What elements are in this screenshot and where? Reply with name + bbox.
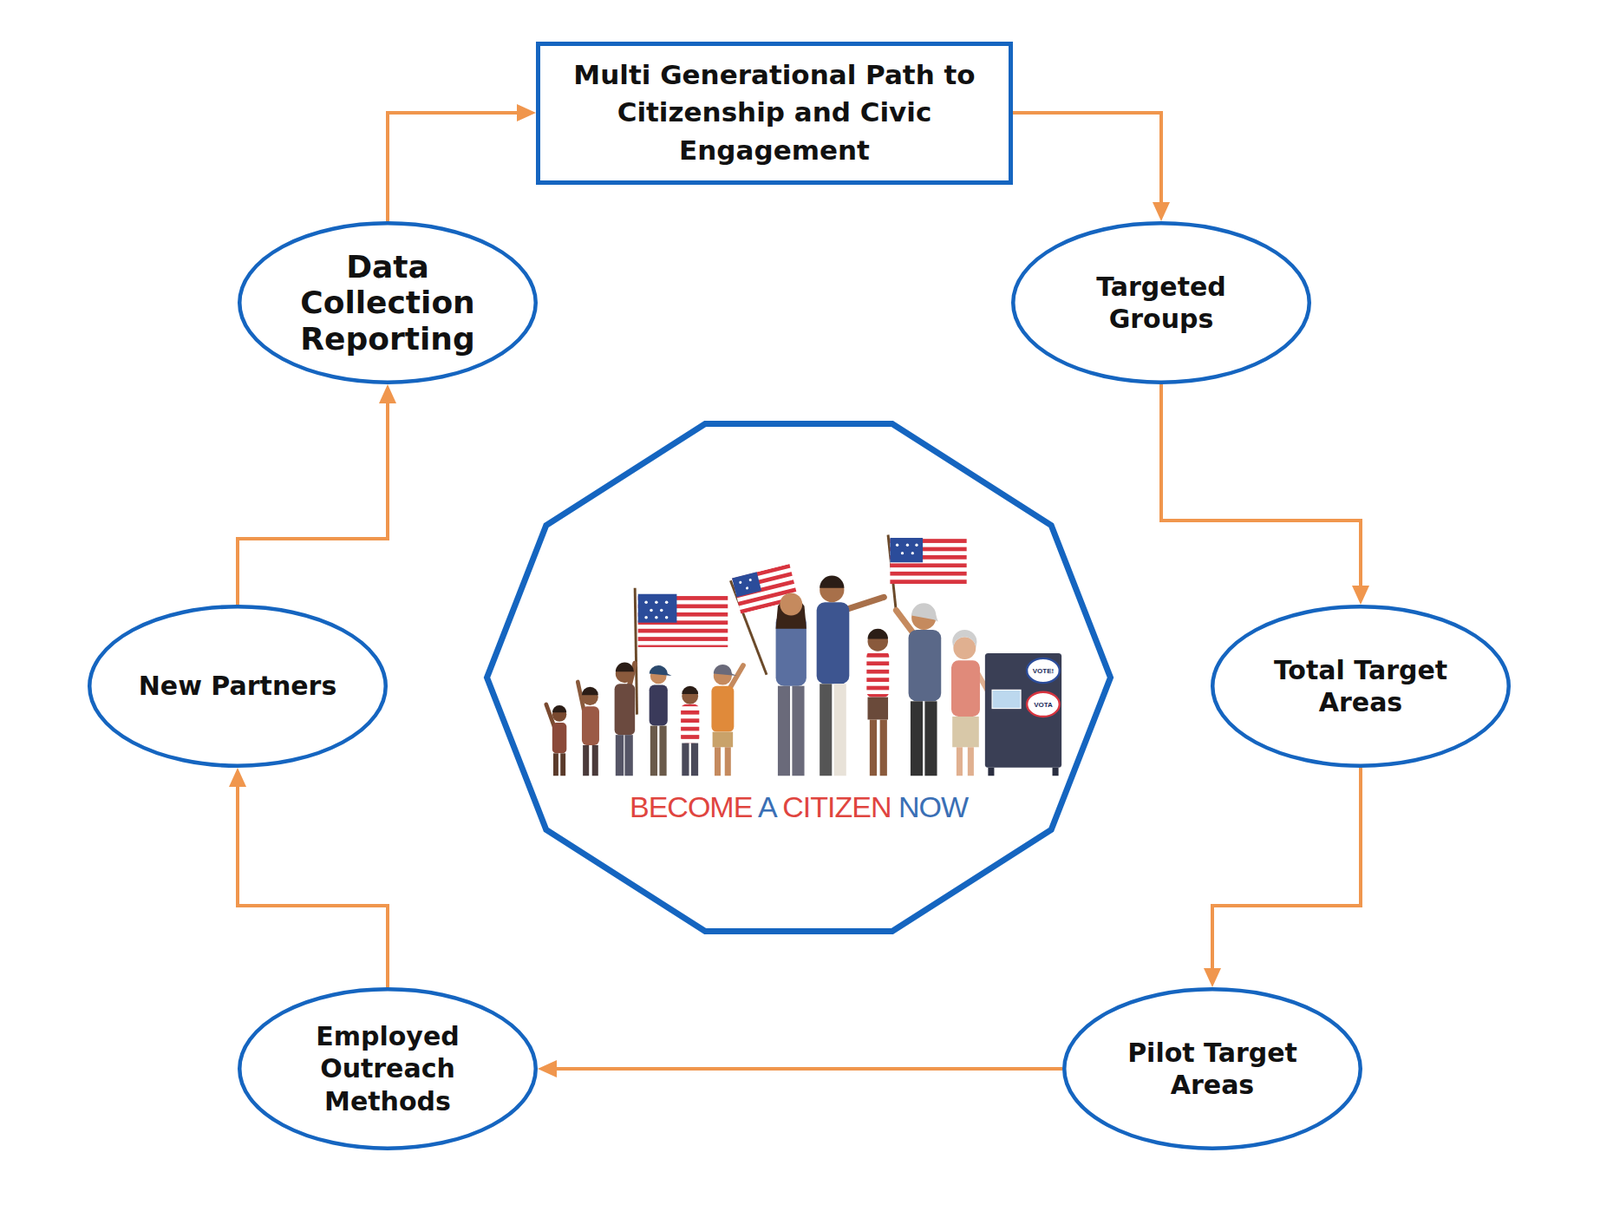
flow-arrow	[237, 776, 388, 987]
ballot-badge-text: VOTA	[1033, 700, 1053, 709]
ballot-badge-text: VOTE!	[1032, 666, 1054, 675]
child-figure	[577, 681, 600, 776]
step-ellipse: Employed Outreach Methods	[237, 986, 538, 1150]
slogan-word: NOW	[898, 790, 968, 823]
child-figure	[649, 665, 673, 776]
node-outline	[483, 420, 1114, 934]
slogan-word: BECOME	[629, 790, 752, 823]
node-label: Targeted Groups	[1074, 270, 1248, 336]
slogan-word: A	[757, 790, 776, 823]
adult-figure	[776, 593, 807, 777]
flow-arrow	[1161, 384, 1361, 596]
emblem-octagon: BECOME A CITIZEN NOW	[483, 420, 1114, 934]
node-label: New Partners	[138, 669, 338, 703]
step-ellipse: New Partners	[87, 604, 388, 768]
flow-arrow	[237, 392, 388, 605]
node-outline	[1210, 604, 1511, 768]
node-label: Employed Outreach Methods	[300, 1019, 475, 1118]
slogan-text: BECOME A CITIZEN NOW	[629, 789, 968, 825]
slogan-word: CITIZEN	[782, 790, 891, 823]
step-ellipse: Total Target Areas	[1210, 604, 1511, 768]
flow-arrow	[1212, 767, 1361, 979]
elder-figure	[895, 602, 941, 776]
goal-box: Multi Generational Path to Citizenship a…	[535, 41, 1013, 185]
flow-arrow	[387, 112, 528, 222]
child-figure	[546, 704, 568, 776]
slogan-word	[890, 790, 898, 823]
step-ellipse: Targeted Groups	[1011, 221, 1312, 385]
flag-right	[888, 534, 967, 612]
child-figure	[711, 664, 743, 776]
node-label: Pilot Target Areas	[1103, 1036, 1321, 1102]
node-outline	[1062, 986, 1363, 1150]
flow-arrow	[546, 1066, 1063, 1071]
step-ellipse: Data Collection Reporting	[237, 221, 538, 385]
child-figure	[680, 685, 699, 777]
flow-arrow	[1012, 112, 1162, 213]
slogan-word	[775, 790, 783, 823]
child-figure	[614, 662, 636, 777]
step-ellipse: Pilot Target Areas	[1062, 986, 1363, 1150]
citizens-illustration	[530, 520, 1072, 786]
node-label: Multi Generational Path to Citizenship a…	[561, 56, 987, 170]
slogan-word	[751, 790, 758, 823]
node-label: Total Target Areas	[1252, 653, 1470, 719]
ballot-box	[985, 653, 1062, 776]
node-label: Data Collection Reporting	[283, 248, 492, 357]
child-figure	[866, 628, 889, 776]
node-outline	[1011, 221, 1312, 385]
